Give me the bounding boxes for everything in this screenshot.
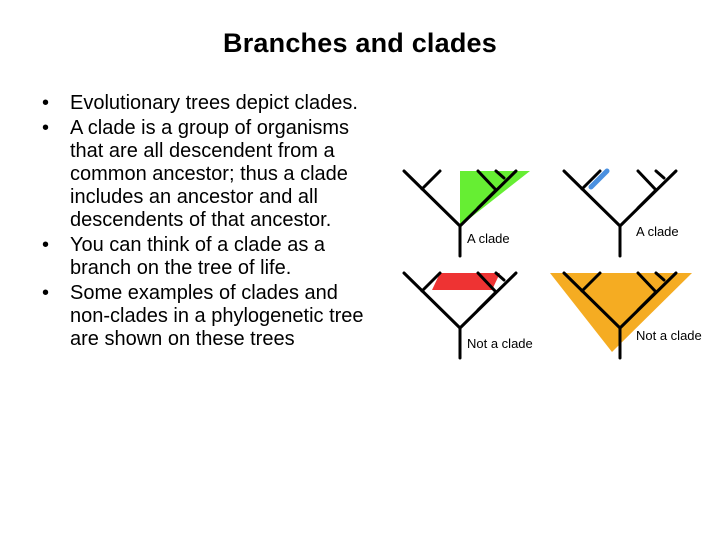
tree-label: A clade <box>636 224 679 239</box>
slide-title: Branches and clades <box>223 28 497 58</box>
bullet-text: Some examples of clades and non-clades i… <box>70 282 364 350</box>
tree-label: Not a clade <box>467 336 533 351</box>
tree-clade-2: A clade <box>562 168 679 258</box>
bullet-item: • Evolutionary trees depict clades. <box>38 92 368 115</box>
tree-branches <box>402 169 518 258</box>
bullet-marker: • <box>42 282 50 304</box>
tree-not-clade-1: Not a clade <box>402 271 533 360</box>
tree-label: A clade <box>467 231 510 246</box>
bullet-item: • You can think of a clade as a branch on… <box>38 234 368 280</box>
bullet-text: A clade is a group of organisms that are… <box>70 117 350 231</box>
tree-branches <box>562 271 678 360</box>
bullet-text: Evolutionary trees depict clades. <box>70 92 358 114</box>
bullet-text: You can think of a clade as a branch on … <box>70 234 325 279</box>
clade-highlight-blue <box>588 168 610 190</box>
bullet-list: • Evolutionary trees depict clades. • A c… <box>38 92 368 353</box>
tree-not-clade-2: Not a clade <box>550 271 702 360</box>
tree-branches <box>562 169 678 258</box>
bullet-marker: • <box>42 117 50 139</box>
tree-clade-1: A clade <box>402 169 530 258</box>
bullet-marker: • <box>42 234 50 256</box>
bullet-marker: • <box>42 92 50 114</box>
tree-label: Not a clade <box>636 328 702 343</box>
bullet-item: • A clade is a group of organisms that ar… <box>38 117 368 232</box>
clade-highlight-green <box>460 171 530 226</box>
bullet-item: • Some examples of clades and non-clades … <box>38 282 368 351</box>
tree-branches <box>402 271 518 360</box>
